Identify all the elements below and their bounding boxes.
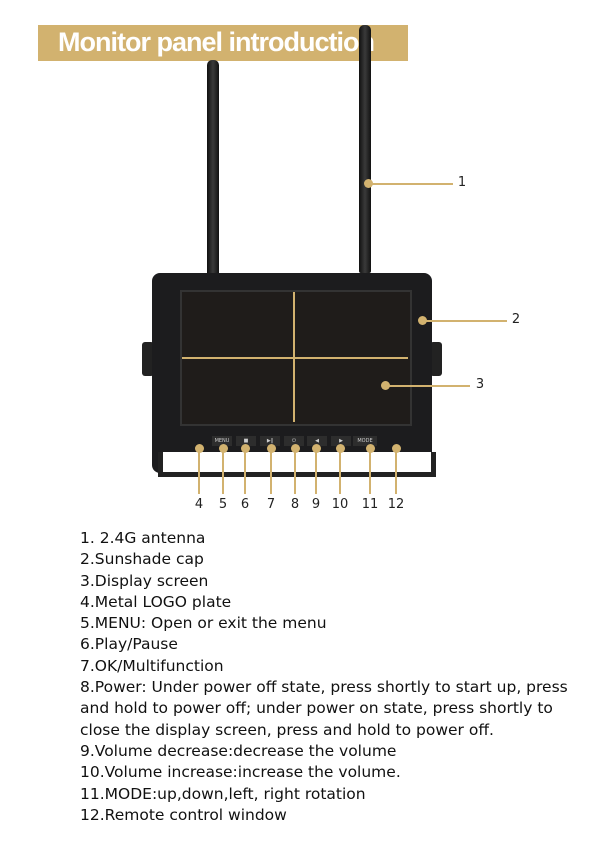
list-item: 10.Volume increase:increase the volume. [80, 763, 401, 782]
right-antenna [359, 25, 371, 273]
callout-line-6 [244, 448, 246, 494]
callout-line-1 [368, 183, 453, 185]
callout-line-4 [198, 448, 200, 494]
list-item: 3.Display screen [80, 571, 209, 590]
list-item: 12.Remote control window [80, 805, 287, 824]
list-item: 8.Power: Under power off state, press sh… [80, 678, 573, 739]
callout-label-7: 7 [266, 497, 276, 512]
list-item: 11.MODE:up,down,left, right rotation [80, 784, 366, 803]
side-knob-right [430, 342, 442, 376]
volume-up-button[interactable]: ▶ [331, 436, 351, 446]
callout-label-5: 5 [218, 497, 228, 512]
volume-down-button[interactable]: ◀ [307, 436, 327, 446]
list-item: 4.Metal LOGO plate [80, 592, 232, 611]
page-title: Monitor panel introduction [58, 27, 375, 57]
list-item: 2.Sunshade cap [80, 550, 204, 569]
mode-button[interactable]: MODE [353, 436, 377, 446]
callout-label-11: 11 [361, 497, 379, 512]
ok-button[interactable]: ▶‖ [260, 436, 280, 446]
list-item: 1. 2.4G antenna [80, 529, 206, 547]
feature-list: 1. 2.4G antenna 2.Sunshade cap 3.Display s… [80, 528, 580, 826]
power-button[interactable]: ⏻ [284, 436, 304, 446]
callout-line-2 [422, 320, 507, 322]
callout-line-5 [222, 448, 224, 494]
callout-label-6: 6 [240, 497, 250, 512]
callout-label-8: 8 [290, 497, 300, 512]
callout-line-10 [339, 448, 341, 494]
side-knob-left [142, 342, 154, 376]
list-item: 9.Volume decrease:decrease the volume [80, 741, 397, 760]
callout-label-3: 3 [475, 377, 485, 392]
callout-label-12: 12 [387, 497, 405, 512]
play-pause-button[interactable]: ■ [236, 436, 256, 446]
list-item: 7.OK/Multifunction [80, 656, 224, 675]
title-banner: Monitor panel introduction [38, 25, 408, 61]
callout-label-4: 4 [194, 497, 204, 512]
bracket [158, 452, 436, 477]
callout-label-1: 1 [457, 175, 467, 190]
list-item: 6.Play/Pause [80, 635, 178, 654]
callout-label-2: 2 [511, 312, 521, 327]
list-item: 5.MENU: Open or exit the menu [80, 614, 327, 633]
callout-line-12 [395, 448, 397, 494]
screen-divider-h [182, 357, 408, 359]
callout-line-8 [294, 448, 296, 494]
left-antenna [207, 60, 219, 275]
callout-line-3 [385, 385, 470, 387]
callout-line-7 [270, 448, 272, 494]
callout-line-9 [315, 448, 317, 494]
callout-line-11 [369, 448, 371, 494]
callout-label-10: 10 [331, 497, 349, 512]
menu-button[interactable]: MENU [212, 436, 232, 446]
callout-label-9: 9 [311, 497, 321, 512]
